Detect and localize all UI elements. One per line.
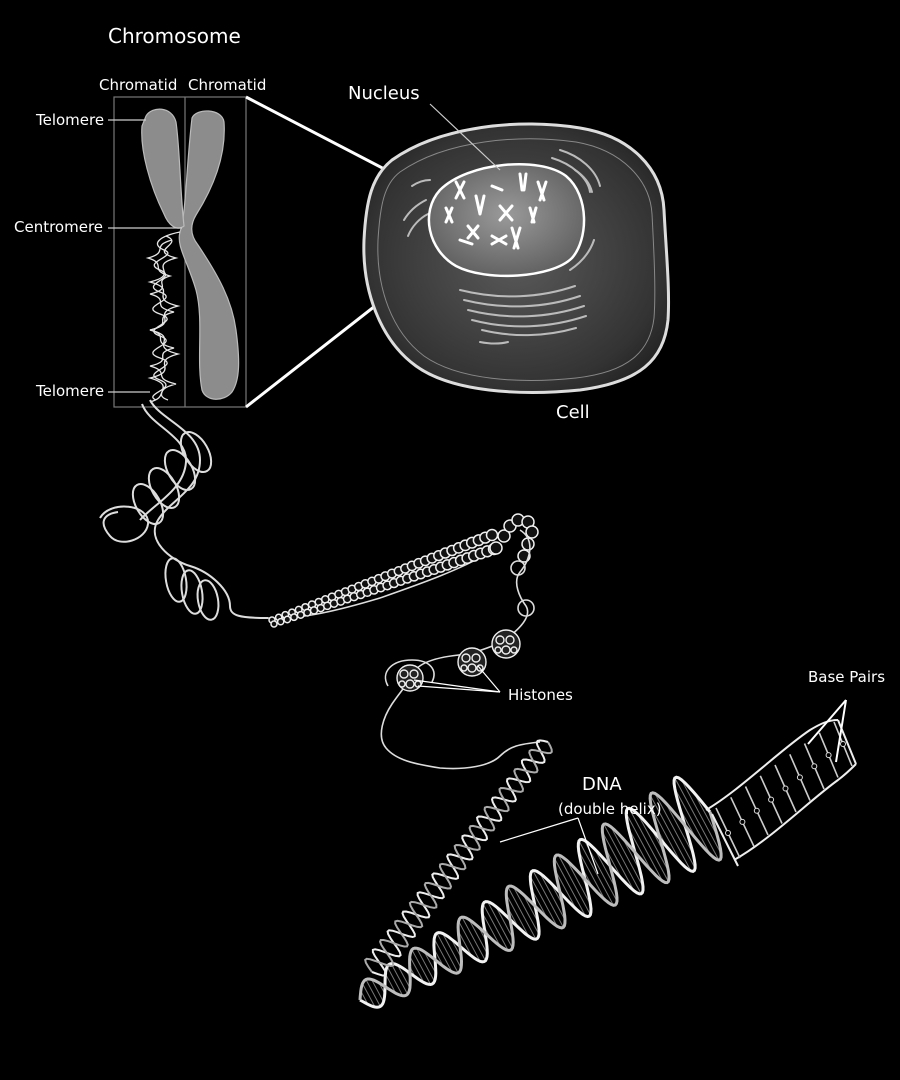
- dna-helix: [358, 739, 723, 1009]
- cell-inner-edge: [377, 138, 656, 381]
- label-chromatid-left: Chromatid: [99, 76, 178, 94]
- dna-ladder-end: [705, 719, 857, 867]
- cell-organelles: [403, 149, 601, 345]
- chromatin-coil: [145, 231, 181, 403]
- label-nucleus: Nucleus: [348, 83, 420, 104]
- dna-leaders: [499, 817, 599, 875]
- chromosome-leaders: [108, 119, 182, 393]
- histones-leaders: [413, 665, 501, 693]
- label-telomere-bottom: Telomere: [36, 382, 105, 400]
- label-cell: Cell: [556, 402, 590, 423]
- base-pairs-leaders: [807, 699, 847, 763]
- nucleus: [427, 162, 586, 278]
- chromatid-left-top: [141, 108, 185, 229]
- nucleosome-solenoid: [267, 513, 539, 628]
- nucleus-leader: [429, 103, 501, 171]
- label-histones: Histones: [508, 686, 573, 704]
- label-centromere: Centromere: [14, 218, 104, 236]
- chromatin-fiber: [99, 399, 269, 621]
- label-chromatid-right: Chromatid: [188, 76, 267, 94]
- nucleus-chromosomes: [444, 172, 548, 250]
- chromatid-right: [178, 110, 240, 400]
- label-telomere-top: Telomere: [36, 111, 105, 129]
- label-dna: DNA: [582, 774, 622, 795]
- histone-clusters: [396, 629, 521, 692]
- base-pairs: [715, 721, 853, 859]
- title-chromosome: Chromosome: [108, 24, 241, 48]
- label-dna-sub: (double helix): [558, 800, 662, 818]
- label-base-pairs: Base Pairs: [808, 668, 886, 686]
